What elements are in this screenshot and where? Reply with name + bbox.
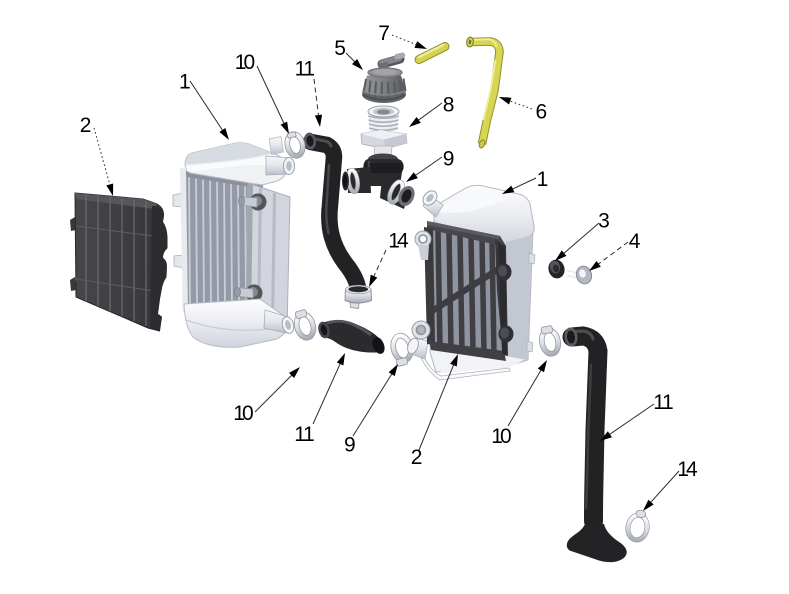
svg-text:2: 2 bbox=[80, 114, 92, 137]
svg-text:5: 5 bbox=[334, 37, 346, 60]
svg-text:3: 3 bbox=[598, 210, 610, 233]
svg-text:11: 11 bbox=[295, 57, 316, 80]
svg-text:14: 14 bbox=[677, 458, 698, 481]
svg-text:10: 10 bbox=[235, 51, 256, 74]
svg-text:2: 2 bbox=[411, 446, 423, 469]
svg-text:6: 6 bbox=[536, 101, 548, 124]
svg-text:1: 1 bbox=[537, 168, 549, 191]
svg-text:10: 10 bbox=[491, 425, 512, 448]
svg-text:7: 7 bbox=[378, 22, 390, 45]
svg-text:8: 8 bbox=[443, 94, 455, 117]
svg-text:11: 11 bbox=[653, 391, 674, 414]
svg-text:9: 9 bbox=[443, 147, 455, 170]
svg-text:4: 4 bbox=[629, 230, 641, 253]
svg-text:11: 11 bbox=[294, 423, 315, 446]
svg-text:1: 1 bbox=[179, 71, 191, 94]
svg-text:10: 10 bbox=[233, 402, 254, 425]
svg-text:9: 9 bbox=[344, 434, 356, 457]
svg-text:14: 14 bbox=[388, 229, 409, 252]
